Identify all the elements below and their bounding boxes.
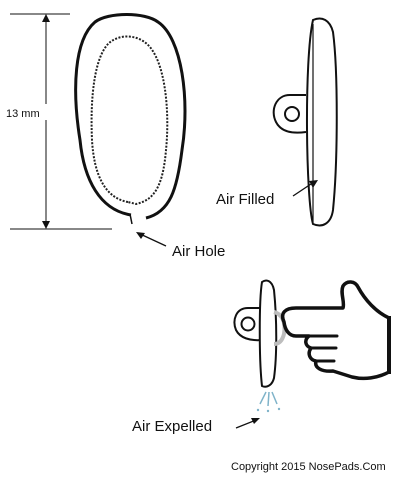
air-hole-mark <box>129 213 133 225</box>
pressed-pad-arm-hole <box>240 316 256 332</box>
air-filled-arrow-icon <box>309 180 318 188</box>
dimension-label: 13 mm <box>6 108 40 120</box>
pad-outer-outline <box>74 13 187 220</box>
copyright-notice: Copyright 2015 NosePads.Com <box>231 461 386 473</box>
pad-inner-outline <box>90 35 169 206</box>
air-hole-callout: Air Hole <box>136 232 225 260</box>
spray-dot-3 <box>277 407 281 411</box>
dimension-arrow-down-icon <box>42 221 50 229</box>
air-expelled-label: Air Expelled <box>132 418 212 435</box>
air-hole-arrow-icon <box>136 232 145 239</box>
press-highlight <box>273 310 287 346</box>
hand-outline <box>280 280 391 381</box>
air-spray-icon <box>256 391 281 413</box>
dimension-arrow-up-icon <box>42 14 50 22</box>
air-expelled-arrow-icon <box>251 418 260 424</box>
pad-front-view <box>74 13 187 225</box>
pad-body-deflated <box>258 279 278 388</box>
hand-finger-lines <box>307 334 339 363</box>
spray-line-1 <box>259 391 267 405</box>
air-hole-label: Air Hole <box>172 243 225 260</box>
hand-pointing-left-icon <box>280 280 391 381</box>
spray-line-2 <box>267 391 270 407</box>
air-filled-leader <box>292 181 315 197</box>
pad-side-view-filled <box>272 17 338 227</box>
air-filled-callout: Air Filled <box>216 180 318 208</box>
spray-line-3 <box>271 391 278 405</box>
spray-dot-1 <box>256 408 260 412</box>
air-expelled-callout: Air Expelled <box>132 418 260 435</box>
dimension-marker: 13 mm <box>4 13 112 230</box>
pad-side-view-pressed <box>233 279 287 388</box>
pad-body-inflated <box>305 17 338 227</box>
pad-arm-hole <box>284 106 300 122</box>
dimension-label-bg <box>4 104 50 120</box>
spray-dot-2 <box>266 409 270 413</box>
air-filled-label: Air Filled <box>216 191 274 208</box>
